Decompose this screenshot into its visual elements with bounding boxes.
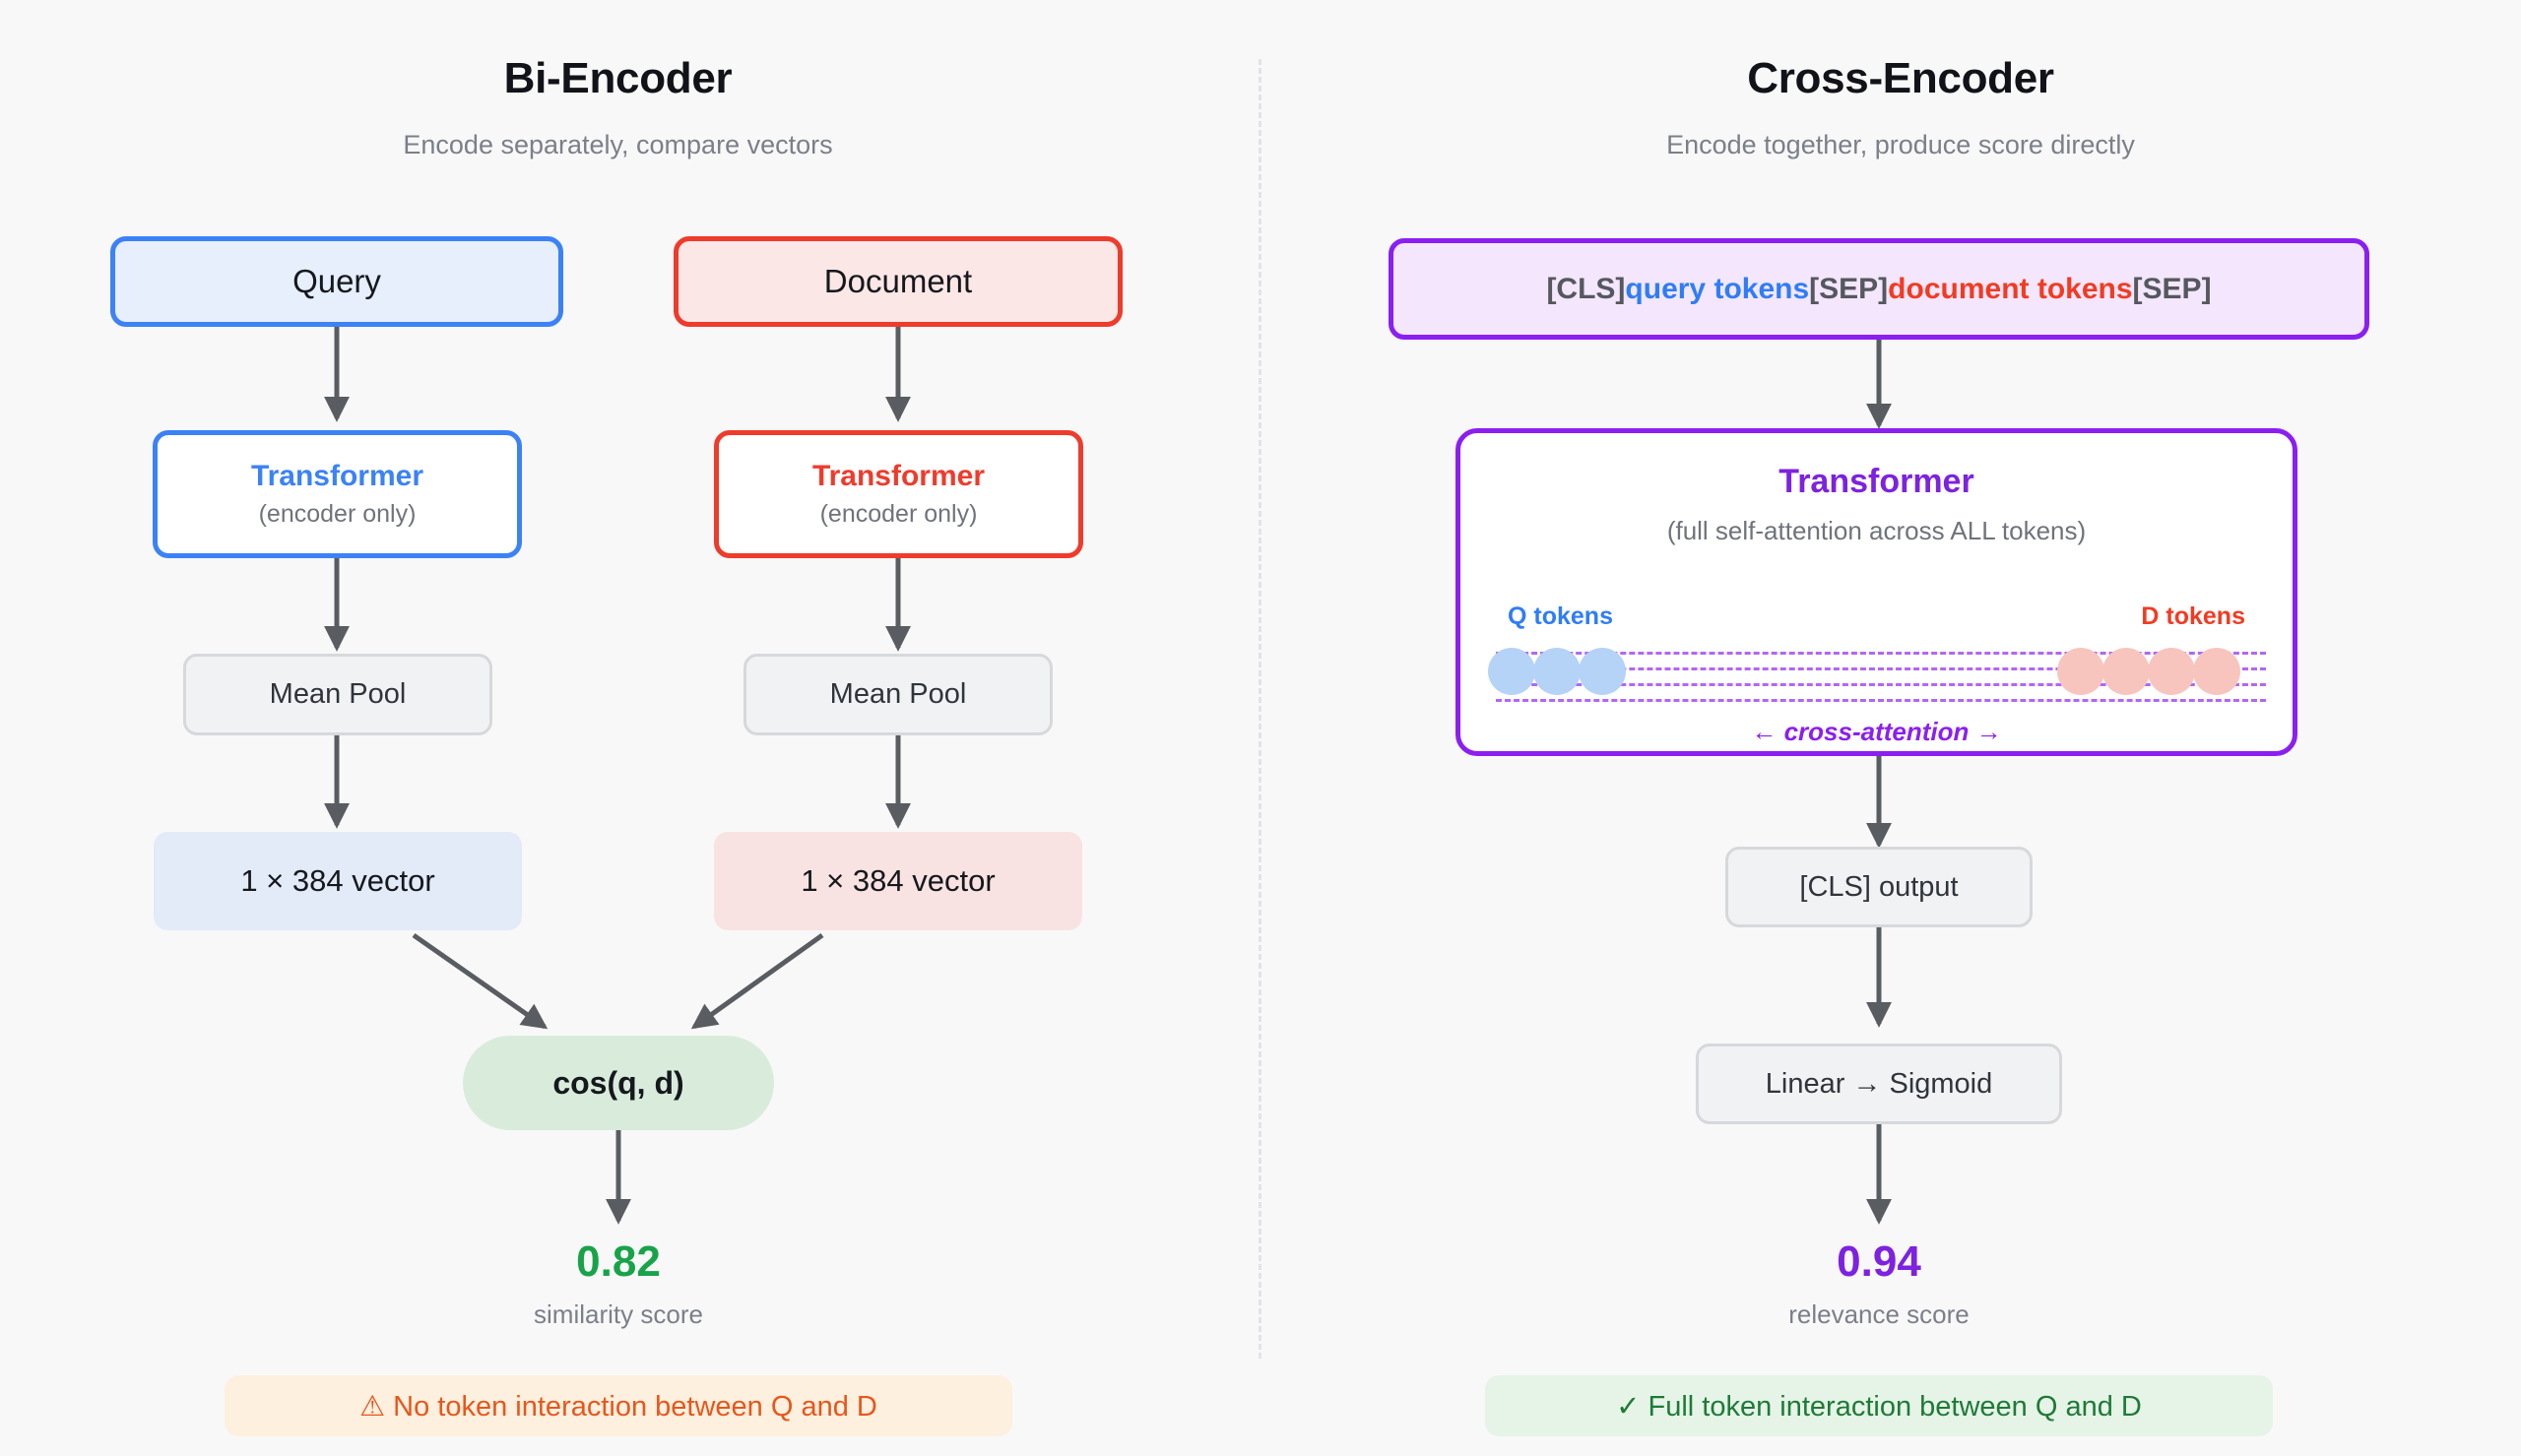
panel-divider <box>1259 59 1261 1359</box>
query-input-box[interactable]: Query <box>110 236 563 327</box>
query-mean-pool-label: Mean Pool <box>269 678 407 710</box>
relevance-score-value: 0.94 <box>1837 1237 1921 1286</box>
no-token-interaction-banner: ⚠ No token interaction between Q and D <box>225 1375 1012 1436</box>
cls-output-label: [CLS] output <box>1799 870 1959 903</box>
document-vector-label: 1 × 384 vector <box>801 863 996 898</box>
document-input-box[interactable]: Document <box>674 236 1123 327</box>
concatenated-input-box[interactable]: [CLS]query tokens[SEP]document tokens[SE… <box>1389 238 2369 340</box>
document-vector-box[interactable]: 1 × 384 vector <box>714 832 1082 930</box>
full-token-interaction-banner: ✓ Full token interaction between Q and D <box>1485 1375 2273 1436</box>
d-tokens-group-label: D tokens <box>2141 602 2245 630</box>
linear-sigmoid-box[interactable]: Linear → Sigmoid <box>1696 1044 2062 1124</box>
cross-transformer-subtitle: (full self-attention across ALL tokens) <box>1666 516 2087 545</box>
cosine-similarity-label: cos(q, d) <box>552 1064 684 1101</box>
d-token-dot <box>2148 648 2195 695</box>
document-transformer-box[interactable]: Transformer (encoder only) <box>714 430 1083 558</box>
left-panel-subtitle: Encode separately, compare vectors <box>403 130 833 159</box>
q-token-dot <box>1579 648 1626 695</box>
document-label: Document <box>823 263 973 299</box>
cls-output-box[interactable]: [CLS] output <box>1725 847 2033 927</box>
document-mean-pool-label: Mean Pool <box>829 678 967 710</box>
right-panel-subtitle: Encode together, produce score directly <box>1666 130 2135 159</box>
query-transformer-title: Transformer <box>250 460 424 493</box>
concatenated-token-sequence: [CLS]query tokens[SEP]document tokens[SE… <box>1546 273 2211 306</box>
cross-encoder-transformer-box[interactable]: Transformer (full self-attention across … <box>1455 428 2297 756</box>
document-tokens-text: document tokens <box>1888 272 2133 305</box>
q-tokens-group-label: Q tokens <box>1508 602 1613 630</box>
query-transformer-box[interactable]: Transformer (encoder only) <box>153 430 522 558</box>
sep-token-end: [SEP] <box>2132 272 2212 305</box>
cross-attention-caption: ← cross-attention → <box>1751 717 2002 746</box>
query-label: Query <box>292 263 381 299</box>
query-tokens-text: query tokens <box>1625 272 1810 305</box>
cosine-similarity-node[interactable]: cos(q, d) <box>463 1036 774 1130</box>
q-token-dot <box>1533 648 1581 695</box>
document-mean-pool-box[interactable]: Mean Pool <box>743 654 1053 735</box>
document-transformer-subtitle: (encoder only) <box>819 499 978 528</box>
document-transformer-title: Transformer <box>811 460 986 493</box>
left-panel-title: Bi-Encoder <box>503 54 733 102</box>
similarity-score-value: 0.82 <box>576 1237 661 1286</box>
sep-token-middle: [SEP] <box>1809 272 1889 305</box>
similarity-score-caption: similarity score <box>534 1299 703 1329</box>
query-transformer-subtitle: (encoder only) <box>258 499 417 528</box>
right-panel-title: Cross-Encoder <box>1747 54 2054 102</box>
d-token-dot <box>2102 648 2150 695</box>
query-mean-pool-box[interactable]: Mean Pool <box>183 654 492 735</box>
q-token-dot <box>1488 648 1535 695</box>
query-vector-label: 1 × 384 vector <box>240 863 435 898</box>
cls-token-open: [CLS] <box>1546 272 1626 305</box>
linear-sigmoid-label: Linear → Sigmoid <box>1765 1067 1993 1100</box>
d-token-dot <box>2057 648 2104 695</box>
relevance-score-caption: relevance score <box>1788 1299 1970 1329</box>
d-token-dot <box>2193 648 2240 695</box>
cross-transformer-title: Transformer <box>1778 463 1974 500</box>
query-vector-box[interactable]: 1 × 384 vector <box>154 832 522 930</box>
